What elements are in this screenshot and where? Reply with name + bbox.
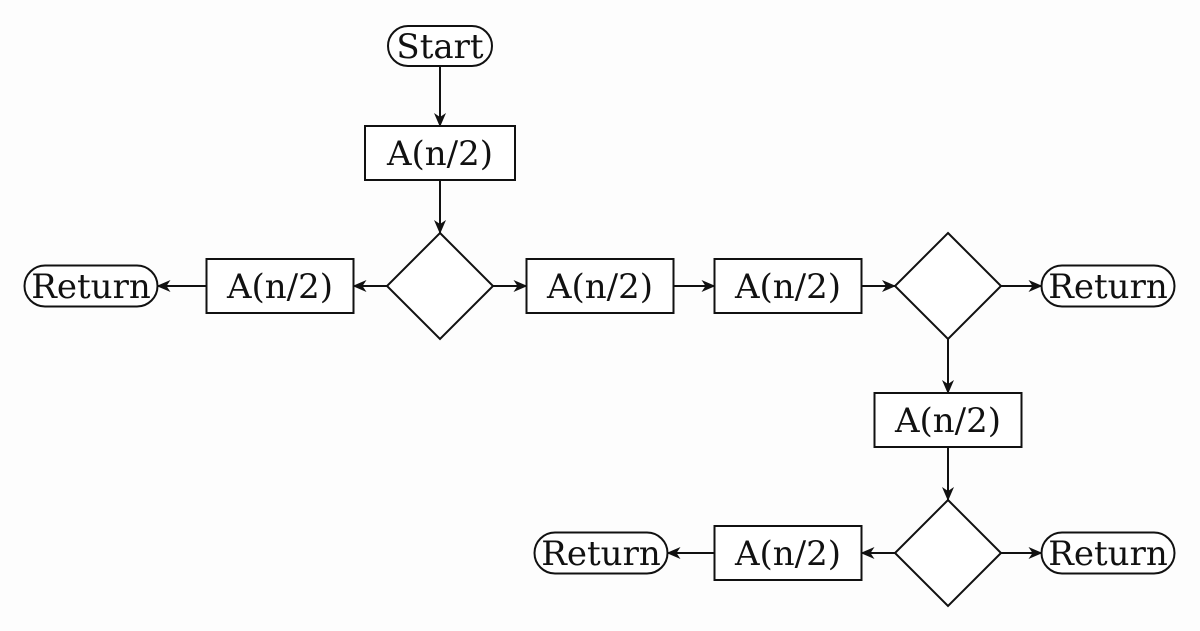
node-label: A(n/2) [386, 134, 493, 174]
node-label: Start [396, 27, 483, 67]
node-label: Return [541, 534, 660, 574]
terminal-node-ret-right: Return [1040, 264, 1176, 308]
node-label: A(n/2) [226, 267, 333, 307]
process-rect [713, 525, 863, 581]
node-label: A(n/2) [894, 401, 1001, 441]
decision-diamond [385, 231, 495, 341]
decision-node-d3 [893, 498, 1003, 608]
process-rect [713, 258, 863, 314]
process-node-a-r1: A(n/2) [525, 258, 675, 314]
process-node-a-r2: A(n/2) [713, 258, 863, 314]
terminal-rounded-rect [533, 531, 669, 575]
terminal-rounded-rect [1040, 264, 1176, 308]
process-rect [364, 125, 516, 181]
node-label: A(n/2) [734, 534, 841, 574]
edges-layer [156, 66, 1043, 559]
process-node-a-left: A(n/2) [205, 258, 355, 314]
terminal-node-ret-bottom-right: Return [1040, 531, 1176, 575]
decision-node-d1 [385, 231, 495, 341]
process-rect [525, 258, 675, 314]
terminal-node-ret-bottom-left: Return [533, 531, 669, 575]
process-node-a1: A(n/2) [364, 125, 516, 181]
node-label: A(n/2) [546, 267, 653, 307]
decision-diamond [893, 498, 1003, 608]
terminal-rounded-rect [387, 25, 493, 67]
process-node-a-bottom-left: A(n/2) [713, 525, 863, 581]
process-rect [873, 392, 1023, 448]
node-label: Return [1048, 534, 1167, 574]
process-node-a-down: A(n/2) [873, 392, 1023, 448]
decision-node-d2 [893, 231, 1003, 341]
node-label: A(n/2) [734, 267, 841, 307]
process-rect [205, 258, 355, 314]
terminal-node-ret-left: Return [23, 264, 159, 308]
terminal-rounded-rect [23, 264, 159, 308]
node-label: Return [31, 267, 150, 307]
decision-diamond [893, 231, 1003, 341]
terminal-node-start: Start [387, 25, 493, 67]
terminal-rounded-rect [1040, 531, 1176, 575]
node-label: Return [1048, 267, 1167, 307]
